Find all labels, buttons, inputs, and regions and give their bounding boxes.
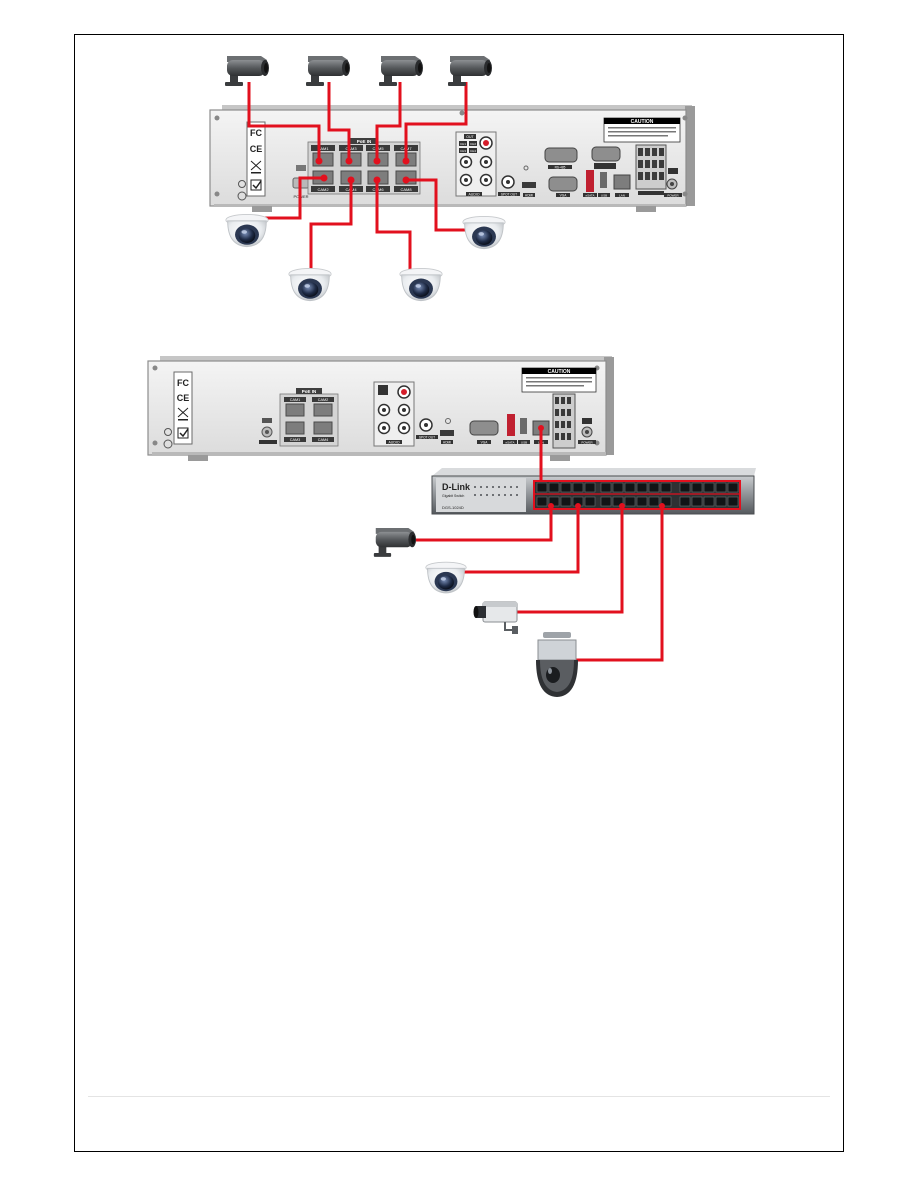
nvr-8ch-diagram: FC CE POWER PoE IN CAM1 — [209, 56, 695, 302]
svg-text:eSATA: eSATA — [585, 194, 594, 198]
svg-text:CAM4: CAM4 — [318, 438, 329, 442]
dome-camera-icon — [399, 267, 443, 302]
svg-text:USB: USB — [601, 194, 607, 198]
poe-port[interactable]: CAM2 — [311, 170, 335, 192]
dome-camera-icon — [225, 213, 269, 248]
svg-text:CAUTION: CAUTION — [548, 369, 571, 375]
svg-text:CAM3: CAM3 — [290, 438, 301, 442]
spot-out-connector: SPOT OUT — [498, 165, 529, 197]
svg-text:POWER: POWER — [581, 441, 593, 445]
svg-text:CH3: CH3 — [460, 149, 466, 153]
dome-camera-icon — [462, 215, 506, 250]
fcc-mark: FC — [177, 378, 189, 388]
audio-label: AUDIO — [468, 193, 479, 197]
page-frame — [74, 34, 844, 1152]
footer-rule — [88, 1096, 830, 1097]
dome-camera-icon — [288, 267, 332, 302]
ptz-camera-icon — [536, 632, 578, 697]
svg-text:CH2: CH2 — [470, 142, 476, 146]
usb-connector: USB — [518, 418, 530, 445]
esata-connector: eSATA — [503, 414, 517, 445]
svg-text:CAUTION: CAUTION — [631, 119, 654, 125]
svg-text:USB: USB — [521, 441, 527, 445]
nvr-4ch-switch-diagram: FC CE PoE IN CAM1 CAM2 — [147, 356, 756, 697]
svg-text:CAM2: CAM2 — [318, 398, 329, 402]
svg-text:CAM2: CAM2 — [317, 187, 329, 192]
bullet-camera-icon — [225, 56, 269, 86]
network-switch: D-Link Gigabit Switch DGS-1024D — [431, 468, 756, 515]
svg-text:HDMI: HDMI — [525, 194, 533, 198]
bullet-camera-icon — [448, 56, 492, 86]
cables-diagram2 — [404, 425, 665, 662]
poe-in-label: PoE IN — [302, 389, 317, 394]
svg-text:HDMI: HDMI — [443, 441, 451, 445]
poe-in-label: PoE IN — [357, 139, 372, 144]
box-camera-icon — [473, 601, 518, 634]
usb-connector: USB — [598, 172, 610, 198]
vga-connector: VGA — [548, 176, 578, 198]
vga-connector-2 — [591, 146, 621, 169]
audio-out-label: OUT — [466, 135, 474, 139]
hdmi-connector: HDMI — [440, 430, 454, 445]
fcc-mark: FC — [250, 128, 262, 138]
svg-text:CH1: CH1 — [460, 142, 466, 146]
svg-text:CAM8: CAM8 — [400, 187, 412, 192]
spot-out-connector: SPOT OUT — [416, 418, 451, 440]
dc-power-input: POWER — [578, 418, 596, 445]
ce-mark: CE — [250, 144, 263, 154]
svg-text:RS-485: RS-485 — [555, 166, 566, 170]
ce-mark: CE — [177, 393, 190, 403]
svg-text:CAM3: CAM3 — [345, 146, 357, 151]
svg-text:AUDIO: AUDIO — [388, 441, 399, 445]
spot-out-label: SPOT OUT — [501, 193, 517, 197]
svg-text:LAN: LAN — [619, 194, 625, 198]
poe-port[interactable]: CAM2 — [312, 397, 334, 417]
hdmi-connector: HDMI — [522, 182, 536, 198]
bullet-camera-icon — [379, 56, 423, 86]
svg-text:VGA: VGA — [560, 194, 568, 198]
svg-text:CAM1: CAM1 — [290, 398, 301, 402]
esata-connector: eSATA — [583, 170, 597, 198]
poe-port[interactable]: CAM3 — [284, 421, 306, 442]
audio-connectors: OUT CH1 CH2 CH3 CH4 AUDIO — [455, 131, 497, 197]
caution-label: CAUTION — [603, 117, 681, 143]
poe-port[interactable]: CAM4 — [312, 421, 334, 442]
bullet-camera-icon — [373, 528, 417, 557]
switch-ports — [533, 480, 741, 510]
switch-model: DGS-1024D — [442, 505, 464, 510]
dc-power-input: POWER — [664, 168, 682, 198]
svg-text:POWER: POWER — [667, 194, 679, 198]
vga-connector: VGA — [469, 420, 499, 445]
audio-connectors: AUDIO — [373, 381, 415, 447]
lan-port: LAN — [613, 174, 631, 198]
rs485-connector: RS-485 — [544, 147, 578, 170]
svg-text:CAM1: CAM1 — [317, 146, 329, 151]
svg-text:eSATA: eSATA — [505, 441, 514, 445]
switch-brand: D-Link — [442, 482, 471, 492]
dome-camera-icon — [425, 561, 467, 594]
svg-text:CH4: CH4 — [470, 149, 476, 153]
sensor-terminal-block — [635, 144, 667, 195]
svg-text:SPOT OUT: SPOT OUT — [419, 436, 435, 440]
switch-subtitle: Gigabit Switch — [442, 494, 464, 498]
poe-port[interactable]: CAM1 — [311, 145, 335, 167]
caution-label: CAUTION — [521, 367, 597, 393]
svg-text:VGA: VGA — [481, 441, 489, 445]
bullet-camera-icon — [306, 56, 350, 86]
sensor-terminal-block — [552, 393, 576, 449]
poe-port[interactable]: CAM1 — [284, 397, 306, 417]
